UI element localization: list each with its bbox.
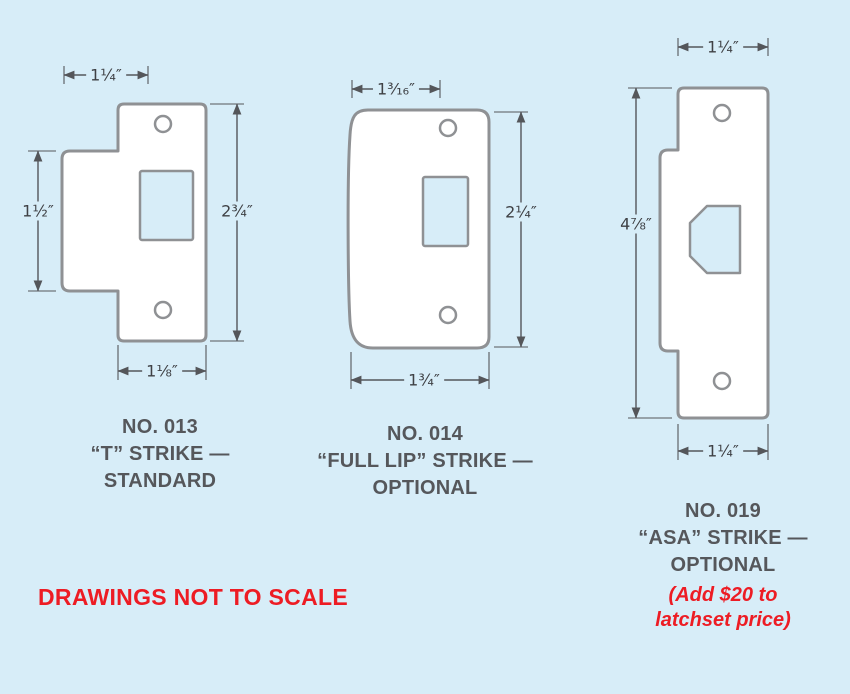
t-strike-hole-bottom [153,300,173,320]
asa-strike-hole-bottom [712,371,732,391]
caption-line: “FULL LIP” STRIKE — [317,450,533,472]
full-lip-dim-bottom-label: 1¾″ [404,370,444,390]
asa-strike-latch-cutout [688,204,742,275]
t-strike-figure [28,66,244,380]
full-lip-strike-hole-top [438,118,458,138]
asa-strike-caption: NO. 019 “ASA” STRIKE — OPTIONAL [603,498,843,579]
full-lip-dim-top-label: 1³⁄₁₆″ [372,79,420,99]
t-strike-dim-top-label: 1¼″ [86,65,126,85]
t-strike-dim-left-label: 1½″ [18,201,58,221]
caption-line: OPTIONAL [372,477,478,499]
t-strike-hole-top [153,114,173,134]
caption-line: NO. 014 [387,423,463,445]
t-strike-dim-right-label: 2¾″ [217,201,257,221]
t-strike-outline [60,102,208,343]
asa-dim-bottom-label: 1¼″ [703,441,743,461]
t-strike-dim-bottom-label: 1⅛″ [142,361,182,381]
asa-strike-hole-top [712,103,732,123]
caption-line: OPTIONAL [670,554,776,576]
full-lip-strike-outline [346,108,491,350]
asa-dim-top-label: 1¼″ [703,37,743,57]
caption-line: STANDARD [103,470,217,492]
price-note-line: (Add $20 to [668,584,778,606]
caption-line: “T” STRIKE — [90,443,230,465]
full-lip-strike-caption: NO. 014 “FULL LIP” STRIKE — OPTIONAL [265,421,585,502]
asa-strike-figure [628,38,770,460]
caption-line: “ASA” STRIKE — [638,527,808,549]
t-strike-caption: NO. 013 “T” STRIKE — STANDARD [30,414,290,495]
caption-line: NO. 019 [685,500,761,522]
full-lip-strike-latch-cutout [421,175,470,248]
asa-price-note: (Add $20 to latchset price) [603,583,843,633]
t-strike-latch-cutout [138,169,195,242]
price-note-line: latchset price) [655,609,791,631]
not-to-scale-note: DRAWINGS NOT TO SCALE [38,584,348,610]
full-lip-dim-right-label: 2¼″ [501,202,541,222]
full-lip-strike-figure [346,80,528,389]
asa-dim-left-label: 4⅞″ [616,214,656,234]
caption-line: NO. 013 [122,416,198,438]
full-lip-strike-hole-bottom [438,305,458,325]
